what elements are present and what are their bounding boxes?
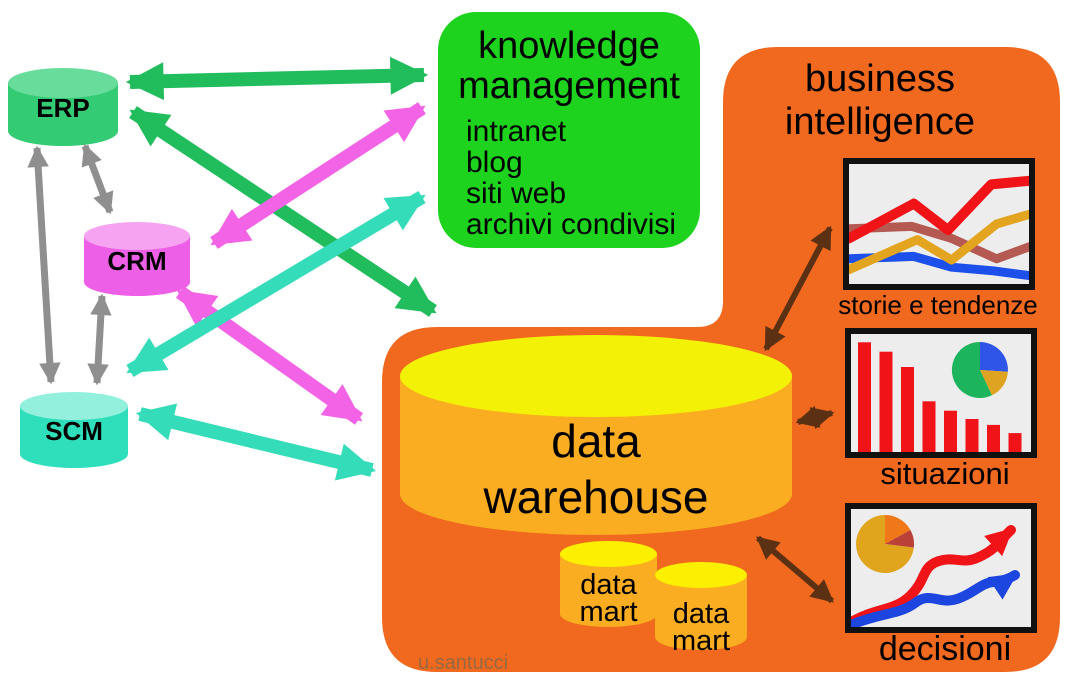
data-warehouse-cylinder-top xyxy=(400,335,792,417)
bar xyxy=(901,367,914,452)
pie-slice-blue xyxy=(980,342,1008,372)
trend-pie-chart-canvas xyxy=(851,515,1020,627)
erp-cylinder: ERP xyxy=(8,68,118,146)
knowledge-management-list: intranet blog siti web archivi condivisi xyxy=(466,116,706,240)
pie-slice-maroon xyxy=(885,530,915,548)
data-warehouse-label: data warehouse xyxy=(400,413,792,525)
dw-label-line2: warehouse xyxy=(483,471,709,523)
bar xyxy=(858,342,871,452)
km-item-siti-web: siti web xyxy=(466,177,567,210)
line-chart-canvas xyxy=(849,175,1029,281)
pie-slice-gold xyxy=(856,515,914,573)
chart-caption-decisioni: decisioni xyxy=(878,630,1012,668)
bar xyxy=(1008,433,1022,452)
chart-storie-frame xyxy=(843,158,1035,290)
bar-pie-chart-canvas xyxy=(858,341,1022,452)
erp-cylinder-top xyxy=(8,68,118,98)
trend-arrow-red xyxy=(851,525,1016,626)
data-mart-2-label: data mart xyxy=(655,598,747,657)
pie-slice-gold xyxy=(980,370,1008,396)
dw-label-line1: data xyxy=(551,415,641,467)
mart2-label-line1: data xyxy=(672,598,730,630)
business-intelligence-title: business intelligence xyxy=(750,58,1010,144)
scm-cylinder: SCM xyxy=(20,392,128,468)
knowledge-management-box xyxy=(438,12,700,248)
bar xyxy=(879,351,893,452)
km-item-archivi: archivi condivisi xyxy=(466,208,677,241)
bar xyxy=(944,410,957,452)
data-mart-1-cylinder: data mart xyxy=(560,541,657,627)
data-mart-2-top xyxy=(655,562,747,588)
mart1-label-line1: data xyxy=(580,569,637,601)
crm-cylinder: CRM xyxy=(84,222,190,296)
crm-label: CRM xyxy=(107,245,167,276)
bi-title-line2: intelligence xyxy=(784,101,976,143)
km-title-line2: management xyxy=(458,65,680,107)
trend-line-red xyxy=(849,175,1029,244)
data-mart-2-cylinder: data mart xyxy=(655,562,747,656)
trend-line-blue xyxy=(849,251,1029,281)
data-mart-1-label: data mart xyxy=(560,569,657,628)
knowledge-management-title: knowledge management xyxy=(438,26,700,106)
bar xyxy=(965,419,979,452)
pie-slice-orange xyxy=(885,515,911,544)
scm-label: SCM xyxy=(45,416,103,447)
km-item-intranet: intranet xyxy=(466,115,567,148)
scm-cylinder-top xyxy=(20,392,128,420)
chart-caption-situazioni: situazioni xyxy=(880,456,1010,491)
chart-decisioni-frame xyxy=(845,503,1037,633)
km-item-blog: blog xyxy=(466,146,523,179)
trend-arrow-blue xyxy=(851,570,1020,627)
data-mart-1-top xyxy=(560,541,657,567)
erp-label: ERP xyxy=(36,92,90,123)
mart1-label-line2: mart xyxy=(579,596,638,628)
bar xyxy=(987,424,1000,452)
trend-line-gold xyxy=(849,209,1029,275)
data-warehouse-cylinder: data warehouse xyxy=(400,335,792,535)
trend-line-brown xyxy=(849,221,1029,264)
pie-slice-green xyxy=(951,341,992,398)
bi-title-line1: business xyxy=(805,58,955,100)
chart-caption-storie: storie e tendenze xyxy=(838,290,1038,320)
km-title-line1: knowledge xyxy=(478,25,660,67)
bar xyxy=(922,401,936,452)
mart2-label-line2: mart xyxy=(672,625,730,657)
credit-text: u.santucci xyxy=(418,652,509,674)
chart-situazioni-frame xyxy=(845,328,1037,458)
